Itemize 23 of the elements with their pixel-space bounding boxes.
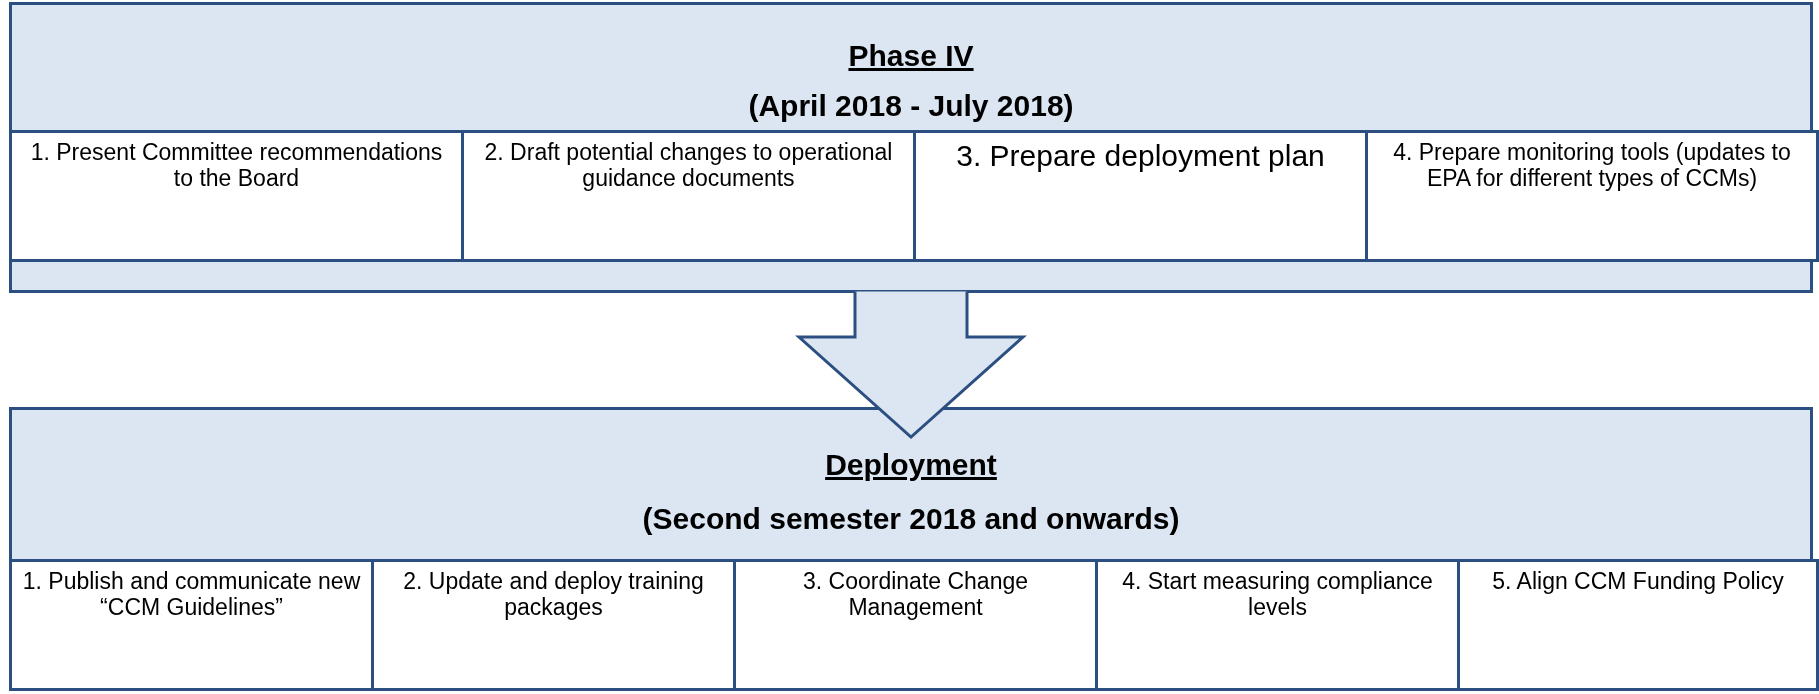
task-text: 3. Coordinate Change Management (801, 568, 1030, 623)
task-box (461, 130, 916, 262)
phase-title: Deployment (825, 448, 997, 481)
task-box (9, 130, 464, 262)
task-text: 3. Prepare deployment plan (956, 139, 1325, 174)
task-text: 1. Publish and communicate new “CCM Guidelines” (21, 568, 362, 623)
task-text: 2. Draft potential changes to operational guidance documents (483, 139, 894, 194)
task-box (1457, 559, 1819, 691)
task-box (1365, 130, 1819, 262)
task-box (1095, 559, 1460, 691)
task-text: 2. Update and deploy training packages (402, 568, 705, 623)
date-range: (Second semester 2018 and onwards) (642, 502, 1180, 535)
task-box (9, 559, 374, 691)
task-box (371, 559, 736, 691)
block-arrow (795, 290, 1027, 439)
task-box (913, 130, 1368, 262)
task-text: 5. Align CCM Funding Policy (1492, 568, 1784, 596)
phase-title: Phase IV (848, 39, 974, 72)
task-text: 1. Present Committee recommendations to the Board (29, 139, 444, 194)
task-text: 4. Start measuring compliance levels (1121, 568, 1434, 623)
task-text: 4. Prepare monitoring tools (updates to EPA for different types of CCMs) (1392, 139, 1792, 194)
task-box (733, 559, 1098, 691)
date-range: (April 2018 - July 2018) (748, 89, 1074, 122)
